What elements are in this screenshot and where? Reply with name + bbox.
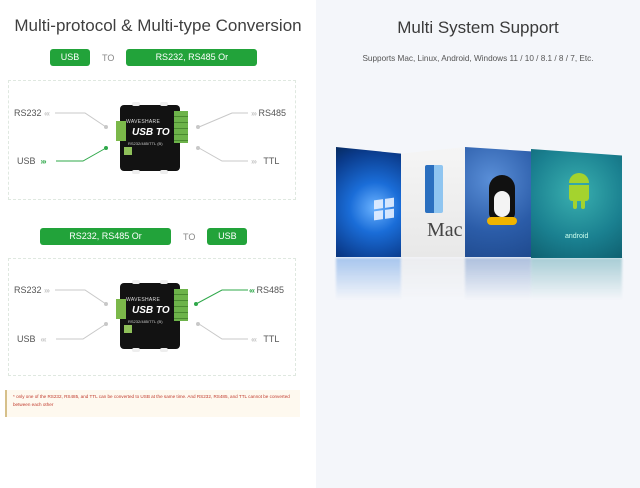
linux-panel bbox=[465, 147, 531, 257]
android-panel: android bbox=[531, 149, 622, 258]
macos-reflection bbox=[401, 258, 465, 300]
right-panel: Multi System Support Supports Mac, Linux… bbox=[316, 0, 640, 488]
label-usb-active: USB ››› bbox=[17, 156, 47, 166]
diagram-leader-lines bbox=[55, 112, 248, 340]
macos-label: Mac OS bbox=[427, 219, 465, 241]
pill-usb: USB bbox=[50, 49, 90, 66]
diagram-serial-to-usb bbox=[8, 258, 296, 376]
flow-usb-to-serial: USB TO RS232, RS485 Or TTL(UART) bbox=[50, 49, 258, 79]
system-support-subtitle: Supports Mac, Linux, Android, Windows 11… bbox=[362, 54, 594, 63]
windows-panel bbox=[336, 147, 401, 257]
conversion-title: Multi-protocol & Multi-type Conversion bbox=[14, 16, 302, 35]
android-label: android bbox=[565, 233, 589, 240]
pill-serial: RS232, RS485 Or TTL(UART) bbox=[40, 228, 171, 258]
android-robot-icon bbox=[569, 173, 589, 213]
tux-penguin-icon bbox=[487, 175, 517, 225]
label-rs485-active: ‹‹‹ RS485 bbox=[249, 285, 285, 295]
diagram-usb-to-serial bbox=[8, 80, 296, 200]
label-rs232: RS232 ››› bbox=[14, 285, 50, 295]
arrow-left-icon: ‹‹‹ bbox=[40, 335, 47, 344]
system-support-title: Multi System Support bbox=[397, 18, 559, 37]
label-rs485: ››› RS485 bbox=[251, 108, 287, 118]
usb-converter-device-image: WAVESHARE USB TO RS232/485/TTL (B) bbox=[116, 280, 188, 352]
arrow-left-icon: ‹‹‹ bbox=[44, 109, 50, 118]
arrow-left-icon: ‹‹‹ bbox=[251, 335, 257, 344]
windows-logo-icon bbox=[374, 197, 394, 221]
pill-serial: RS232, RS485 Or TTL(UART) bbox=[126, 49, 258, 79]
flow-serial-to-usb: RS232, RS485 Or TTL(UART) TO USB bbox=[40, 228, 248, 258]
label-ttl: ‹‹‹ TTL bbox=[251, 334, 280, 344]
usb-converter-device-image: WAVESHARE USB TO RS232/485/TTL (B) bbox=[116, 102, 188, 174]
label-usb: USB ‹‹‹ bbox=[17, 334, 47, 344]
conversion-note: * only one of the RS232, RS485, and TTL … bbox=[5, 390, 300, 417]
label-ttl: ››› TTL bbox=[251, 156, 280, 166]
arrow-right-icon: ››› bbox=[40, 157, 47, 166]
to-label: TO bbox=[102, 52, 115, 63]
linux-reflection bbox=[465, 258, 531, 300]
windows-reflection bbox=[336, 258, 401, 300]
macos-panel: Mac OS bbox=[401, 147, 465, 257]
label-rs232: RS232 ‹‹‹ bbox=[14, 108, 50, 118]
arrow-right-icon: ››› bbox=[251, 157, 257, 166]
arrow-right-icon: ››› bbox=[251, 109, 257, 118]
to-label: TO bbox=[183, 231, 196, 242]
pill-usb: USB bbox=[207, 228, 248, 245]
left-panel: Multi-protocol & Multi-type Conversion U… bbox=[0, 0, 316, 488]
finder-logo-icon bbox=[425, 165, 443, 213]
android-reflection bbox=[531, 258, 622, 300]
arrow-left-icon: ‹‹‹ bbox=[249, 286, 255, 295]
arrow-right-icon: ››› bbox=[44, 286, 50, 295]
